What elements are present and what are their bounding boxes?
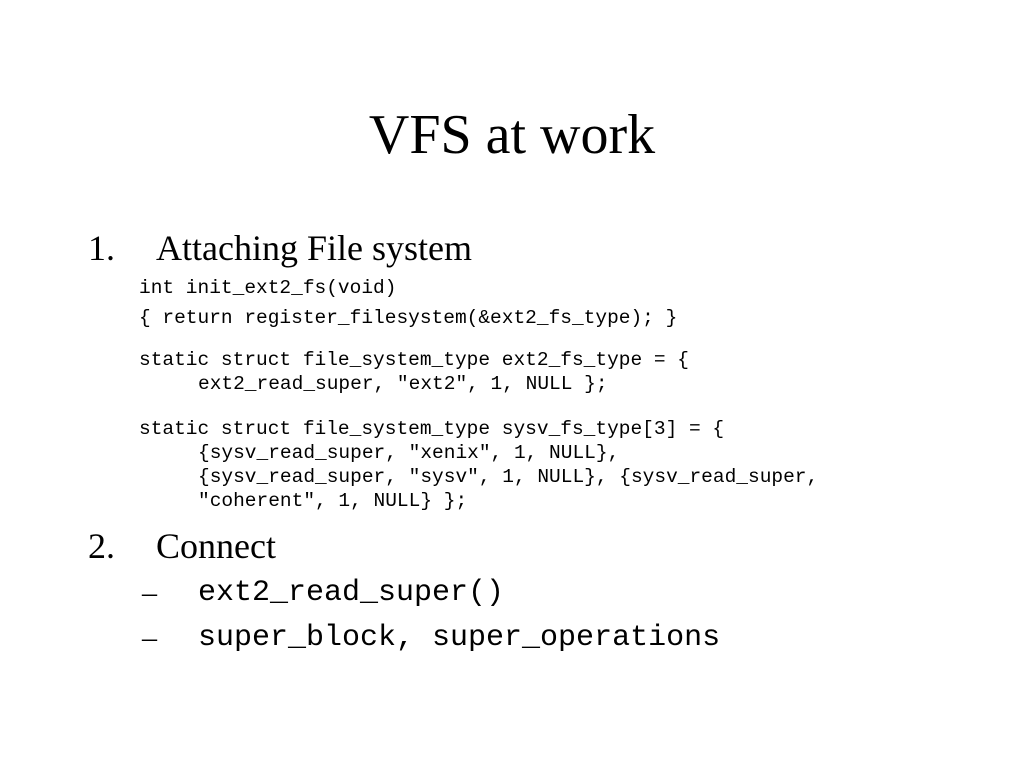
code-line-8: "coherent", 1, NULL} };: [198, 490, 468, 512]
code-line-4: ext2_read_super, "ext2", 1, NULL };: [198, 373, 608, 395]
code-line-3: static struct file_system_type ext2_fs_t…: [139, 349, 689, 371]
list-item-connect: Connect: [156, 526, 276, 566]
sub-bullet-dash-2: –: [142, 621, 157, 654]
sub-item-ext2-read-super: ext2_read_super(): [198, 576, 505, 610]
sub-item-super-block-operations: super_block, super_operations: [198, 621, 721, 655]
code-line-2: { return register_filesystem(&ext2_fs_ty…: [139, 307, 678, 329]
list-item-attaching-file-system: Attaching File system: [156, 228, 472, 268]
code-line-5: static struct file_system_type sysv_fs_t…: [139, 418, 725, 440]
code-line-7: {sysv_read_super, "sysv", 1, NULL}, {sys…: [198, 466, 819, 488]
slide-title: VFS at work: [368, 104, 656, 166]
list-number-1: 1.: [88, 228, 115, 268]
code-line-1: int init_ext2_fs(void): [139, 277, 397, 299]
sub-bullet-dash-1: –: [142, 576, 157, 609]
list-number-2: 2.: [88, 526, 115, 566]
code-line-6: {sysv_read_super, "xenix", 1, NULL},: [198, 442, 620, 464]
